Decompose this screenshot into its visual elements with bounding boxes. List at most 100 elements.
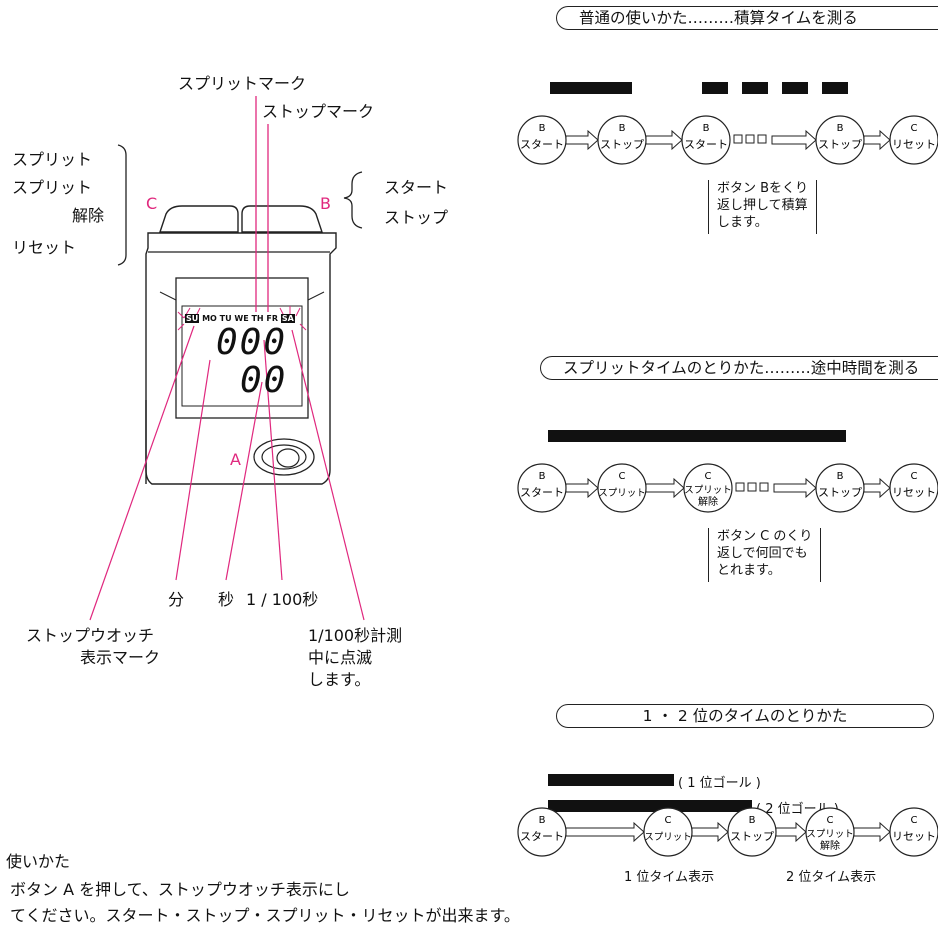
blink-note-line1: 1/100秒計測 <box>308 626 403 645</box>
node-key: C <box>665 815 672 826</box>
node-key: B <box>837 471 844 482</box>
ellipsis-square <box>747 482 757 492</box>
node-key: C <box>911 815 918 826</box>
node-circle <box>727 807 777 857</box>
node-circle <box>815 463 865 513</box>
node-label: スタート <box>520 830 564 843</box>
section1-bar-1 <box>550 82 632 94</box>
flow-arrow <box>863 129 891 151</box>
node-key: C <box>911 123 918 134</box>
section1-note-line3: します。 <box>717 215 768 230</box>
day-mo: MO <box>202 314 217 323</box>
flow-arrow <box>863 477 891 499</box>
flow-arrow <box>565 129 599 151</box>
arrow-shape <box>565 821 645 843</box>
button-c-label: C <box>146 194 158 213</box>
stopwatch-mark-line1: ストップウオッチ <box>26 626 155 645</box>
left-label-reset: リセット <box>12 238 77 257</box>
ellipsis-square <box>745 134 755 144</box>
node-key: C <box>827 815 834 826</box>
section1-title: 普通の使いかた………積算タイムを測る <box>556 6 938 30</box>
usage-heading: 使いかた <box>6 852 71 871</box>
arrow-shape <box>775 821 807 843</box>
ellipsis-square <box>757 134 767 144</box>
node-circle <box>889 115 938 165</box>
section1-bar-5 <box>822 82 848 94</box>
section2-note-line1: ボタン C のくり <box>717 529 813 544</box>
arrow-shape <box>773 477 817 499</box>
node-label: ストップ <box>730 830 774 843</box>
arrow-shape <box>863 129 891 151</box>
section2-note-line3: とれます。 <box>717 563 781 578</box>
section3-bar-first-label: ( 1 位ゴール ) <box>678 776 761 791</box>
section3-caption-second: 2 位タイム表示 <box>786 870 877 885</box>
node-circle <box>805 807 855 857</box>
flow-arrow <box>565 821 645 843</box>
arrow-shape <box>853 821 891 843</box>
node-label: スプリット <box>806 829 854 840</box>
section3-caption-first: 1 位タイム表示 <box>624 870 715 885</box>
node-circle <box>597 115 647 165</box>
flow-arrow <box>775 821 807 843</box>
usage-line1: ボタン A を押して、ストップウオッチ表示にし <box>10 880 350 899</box>
section2-note-line2: 返しで何回でも <box>717 546 808 561</box>
flow-arrow <box>645 129 683 151</box>
node-key: C <box>619 471 626 482</box>
blink-note-line2: 中に点滅 <box>308 648 373 667</box>
node-key: C <box>911 471 918 482</box>
lcd-day-row: SU MO TU WE TH FR SA <box>185 314 295 323</box>
section3-title: 1 ・ 2 位のタイムのとりかた <box>556 704 934 728</box>
node-label: スタート <box>684 138 728 151</box>
section3-bar-second <box>548 800 752 812</box>
day-tu: TU <box>219 314 232 323</box>
node-circle <box>517 463 567 513</box>
node-circle <box>815 115 865 165</box>
node-circle <box>889 463 938 513</box>
node-key: B <box>539 471 546 482</box>
section1-note: ボタン Bをくり 返し押して積算 します。 <box>708 180 818 234</box>
node-label: スプリット <box>644 832 692 843</box>
label-minute: 分 <box>168 590 185 609</box>
day-sa: SA <box>280 314 295 323</box>
flow-node: B スタート <box>681 115 731 165</box>
arrow-shape <box>645 129 683 151</box>
arrow-shape <box>771 129 817 151</box>
flow-arrow <box>733 129 817 151</box>
section2-title: スプリットタイムのとりかた………途中時間を測る <box>540 356 938 380</box>
flow-arrow <box>645 477 685 499</box>
arrow-shape <box>863 477 891 499</box>
label-hundredth: 1 / 100秒 <box>246 590 319 609</box>
arrow-shape <box>565 129 599 151</box>
day-fr: FR <box>266 314 279 323</box>
node-key: B <box>539 815 546 826</box>
node-key: B <box>619 123 626 134</box>
node-label-2: 解除 <box>698 495 718 508</box>
section1-bar-2 <box>702 82 728 94</box>
section2-bar <box>548 430 846 442</box>
flow-arrow <box>565 477 599 499</box>
arrow-shape <box>565 477 599 499</box>
ellipsis-square <box>735 482 745 492</box>
section3-bar-first <box>548 774 674 786</box>
section1-note-line1: ボタン Bをくり <box>717 181 809 196</box>
node-label: ストップ <box>818 486 862 499</box>
flow-arrow <box>691 821 729 843</box>
node-label: スプリット <box>684 485 732 496</box>
lcd-minutes-digits: 000 <box>216 322 288 363</box>
day-we: WE <box>234 314 249 323</box>
node-label: リセット <box>892 830 936 843</box>
node-circle <box>517 115 567 165</box>
ellipsis-square <box>733 134 743 144</box>
node-key: B <box>703 123 710 134</box>
flow-node: B スタート <box>517 807 567 857</box>
node-circle <box>597 463 647 513</box>
